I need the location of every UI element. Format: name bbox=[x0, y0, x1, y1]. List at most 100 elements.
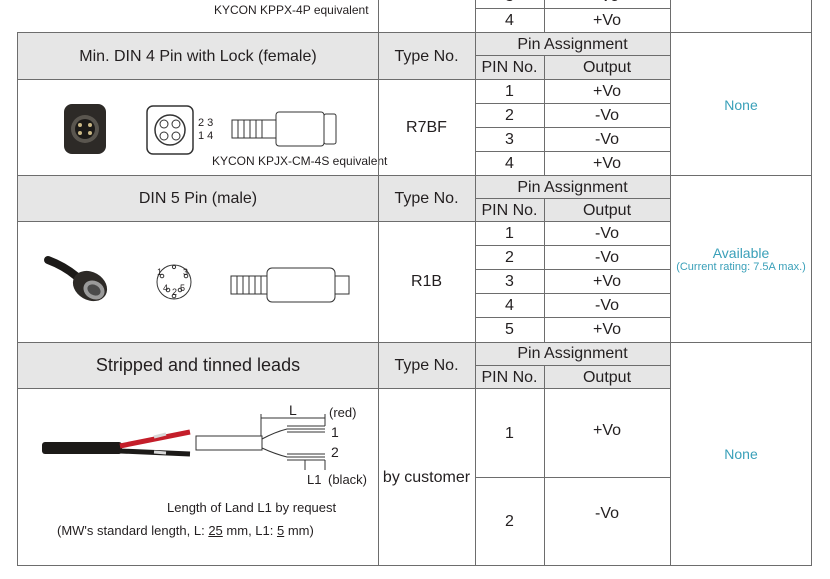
std-mid: mm, L1: bbox=[222, 523, 277, 538]
grid-line bbox=[475, 477, 670, 478]
s1-out-3: -Vo bbox=[594, 131, 619, 148]
din4-pinout-drawing bbox=[146, 105, 194, 155]
grid-line bbox=[17, 175, 812, 176]
grid-line bbox=[475, 317, 670, 318]
standard-length-text: (MW's standard length, L: 25 mm, L1: 5 m… bbox=[57, 523, 314, 538]
land-length-text: Length of Land L1 by request bbox=[167, 500, 337, 515]
grid-line bbox=[475, 245, 670, 246]
s1-out-2: -Vo bbox=[594, 107, 619, 124]
std-L-value: 25 bbox=[208, 523, 223, 538]
grid-line bbox=[17, 342, 812, 343]
grid-line bbox=[544, 0, 545, 32]
grid-line bbox=[475, 198, 670, 199]
grid-line bbox=[475, 8, 670, 9]
grid-line bbox=[811, 0, 812, 566]
top-out-4: +Vo bbox=[592, 11, 622, 29]
s2-out-1: -Vo bbox=[594, 225, 619, 242]
grid-line bbox=[670, 0, 671, 566]
s3-pin-2: 2 bbox=[505, 513, 514, 530]
std-suffix: mm) bbox=[284, 523, 314, 538]
s1-pin-2: 2 bbox=[505, 107, 514, 124]
section2-pin-no-header: PIN No. bbox=[475, 199, 544, 222]
std-prefix: (MW's standard length, L: bbox=[57, 523, 209, 538]
s1-pin-4: 4 bbox=[505, 155, 514, 172]
dim-label-1: 1 bbox=[331, 424, 339, 440]
section3-pin-assignment: Pin Assignment bbox=[475, 342, 670, 366]
section1-type-label: Type No. bbox=[378, 33, 475, 80]
section3-note: None bbox=[724, 446, 758, 462]
section1-pin-assignment: Pin Assignment bbox=[475, 33, 670, 56]
grid-line bbox=[475, 103, 670, 104]
s3-out-2: -Vo bbox=[594, 505, 619, 522]
section2-note: Available bbox=[712, 245, 770, 261]
s2-out-4: -Vo bbox=[594, 297, 619, 314]
grid-line bbox=[475, 151, 670, 152]
grid-line bbox=[475, 127, 670, 128]
s2-out-3: +Vo bbox=[592, 273, 622, 290]
s2-pin-1: 1 bbox=[505, 225, 514, 242]
section1-note: None bbox=[724, 96, 758, 113]
dim-label-red: (red) bbox=[329, 405, 357, 420]
din5-plug-drawing bbox=[230, 267, 350, 303]
leads-dimension-drawing bbox=[195, 414, 326, 470]
dim-label-black: (black) bbox=[328, 472, 368, 487]
section1-type-value: R7BF bbox=[406, 119, 447, 136]
leads-photo bbox=[42, 429, 191, 457]
grid-line bbox=[17, 388, 670, 389]
section2-type-label: Type No. bbox=[378, 176, 475, 222]
s2-pin-4: 4 bbox=[505, 297, 514, 314]
grid-line bbox=[544, 56, 545, 176]
din4-pin-label-top: 2 3 bbox=[198, 117, 214, 129]
din4-female-photo bbox=[64, 104, 106, 154]
s1-pin-1: 1 bbox=[505, 83, 514, 100]
section3-type-value: by customer bbox=[382, 468, 471, 486]
din5-pin-label-2: 2 bbox=[172, 287, 178, 297]
din4-plug-drawing bbox=[231, 111, 337, 147]
grid-line bbox=[475, 0, 476, 566]
grid-line bbox=[544, 199, 545, 342]
din4-pin-label-bottom: 1 4 bbox=[198, 130, 214, 142]
section2-note-box: Available (Current rating: 7.5A max.) bbox=[670, 176, 812, 342]
grid-line bbox=[17, 221, 670, 222]
grid-line bbox=[475, 55, 670, 56]
s1-out-4: +Vo bbox=[592, 155, 622, 172]
din5-pin-label-5: 5 bbox=[180, 283, 186, 293]
top-pin-3: 3 bbox=[475, 0, 544, 8]
grid-line bbox=[17, 33, 18, 566]
section1-output-header: Output bbox=[544, 56, 670, 80]
section1-pin-no-header: PIN No. bbox=[475, 56, 544, 80]
grid-line bbox=[475, 293, 670, 294]
din5-pin-label-3: 3 bbox=[183, 267, 189, 277]
din5-pinout-drawing bbox=[156, 264, 192, 300]
std-L1-value: 5 bbox=[276, 523, 285, 538]
grid-line bbox=[475, 269, 670, 270]
top-out-3: -Vo bbox=[544, 0, 670, 8]
din5-male-photo bbox=[44, 256, 108, 302]
grid-line bbox=[378, 0, 379, 566]
section2-output-header: Output bbox=[544, 199, 670, 222]
section2-type-value: R1B bbox=[410, 273, 443, 290]
section3-pin-no-header: PIN No. bbox=[475, 366, 544, 389]
s1-pin-3: 3 bbox=[505, 131, 514, 148]
section1-title: Min. DIN 4 Pin with Lock (female) bbox=[18, 33, 378, 80]
s2-pin-2: 2 bbox=[505, 249, 514, 266]
grid-line bbox=[17, 565, 812, 566]
s2-out-5: +Vo bbox=[592, 321, 622, 338]
din5-pin-label-4: 4 bbox=[163, 283, 169, 293]
din5-pin-label-1: 1 bbox=[157, 267, 163, 277]
section1-caption: KYCON KPJX-CM-4S equivalent bbox=[212, 154, 388, 168]
grid-line bbox=[544, 366, 545, 566]
section3-type-label: Type No. bbox=[378, 342, 475, 389]
s2-pin-3: 3 bbox=[505, 273, 514, 290]
grid-line bbox=[17, 32, 812, 33]
top-caption: KYCON KPPX-4P equivalent bbox=[214, 3, 369, 17]
dim-label-2: 2 bbox=[331, 444, 339, 460]
s2-pin-5: 5 bbox=[505, 321, 514, 338]
s1-out-1: +Vo bbox=[592, 83, 622, 100]
section2-note-sub: (Current rating: 7.5A max.) bbox=[676, 261, 806, 273]
grid-line bbox=[475, 365, 670, 366]
s3-out-1: +Vo bbox=[592, 422, 622, 439]
dim-label-L: L bbox=[289, 402, 297, 418]
s3-pin-1: 1 bbox=[505, 424, 514, 442]
top-pin-4: 4 bbox=[505, 11, 514, 29]
